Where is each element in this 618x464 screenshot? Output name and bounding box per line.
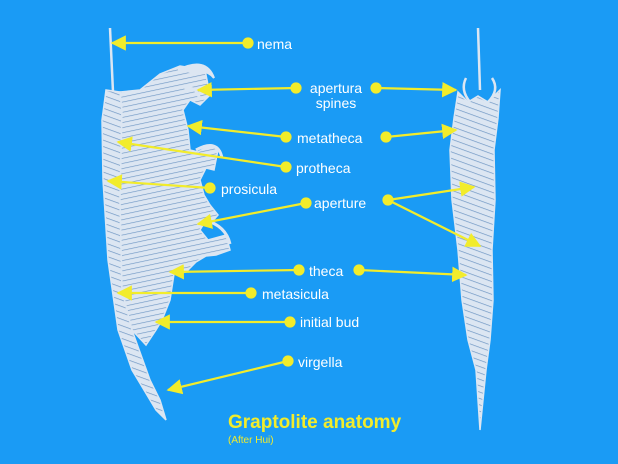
dot-metatheca-left [280,131,292,143]
label-prosicula: prosicula [221,181,277,197]
arrows [106,35,482,395]
arrow-theca-right [358,266,468,283]
arrow-aperture-right-up [387,181,476,202]
arrow-metatheca-left [186,119,287,139]
dot-prosicula [204,182,216,194]
dot-virgella [282,355,294,367]
dot-protheca [280,161,292,173]
label-theca: theca [309,263,343,279]
label-nema: nema [257,36,292,52]
dot-metatheca-right [380,131,392,143]
arrow-protheca [116,136,287,169]
dot-metasicula [245,287,257,299]
dot-nema [242,37,254,49]
dot-theca-left [293,264,305,276]
arrow-aperture-right-down [387,199,482,247]
arrow-apertura-right [375,81,458,98]
label-metatheca: metatheca [297,130,363,146]
dot-theca-right [353,264,365,276]
label-protheca: protheca [296,160,351,176]
arrow-prosicula [106,174,211,190]
nema-line [108,27,115,93]
label-spines: spines [316,95,356,111]
label-aperture: aperture [314,195,366,211]
diagram-subtitle: (After Hui) [228,435,274,446]
label-initial-bud: initial bud [300,314,359,330]
right-spine-right [487,77,497,103]
label-metasicula: metasicula [262,286,329,302]
spine-2 [184,86,202,101]
spine-1 [177,63,215,79]
labels: nema apertura spines metatheca protheca … [221,36,366,370]
arrow-apertura-left [196,82,297,98]
arrow-theca-left [168,264,300,280]
arrow-aperture-left [196,201,307,229]
diagram-title: Graptolite anatomy [228,412,402,433]
dot-apertura-left [290,82,302,94]
dot-aperture-right [382,194,394,206]
dot-aperture-left [300,197,312,209]
right-specimen [449,27,501,431]
label-apertura: apertura [310,80,362,96]
label-virgella: virgella [298,354,343,370]
left-specimen [101,27,232,421]
arrow-virgella [166,359,289,395]
right-rhabdosome [449,88,501,431]
thecae-stack [119,65,231,347]
dot-initial-bud [284,316,296,328]
arrow-metatheca-right [385,123,458,140]
dot-apertura-right [370,82,382,94]
right-nema [476,27,482,91]
right-spine-left [462,77,471,103]
spine-3 [195,144,224,159]
